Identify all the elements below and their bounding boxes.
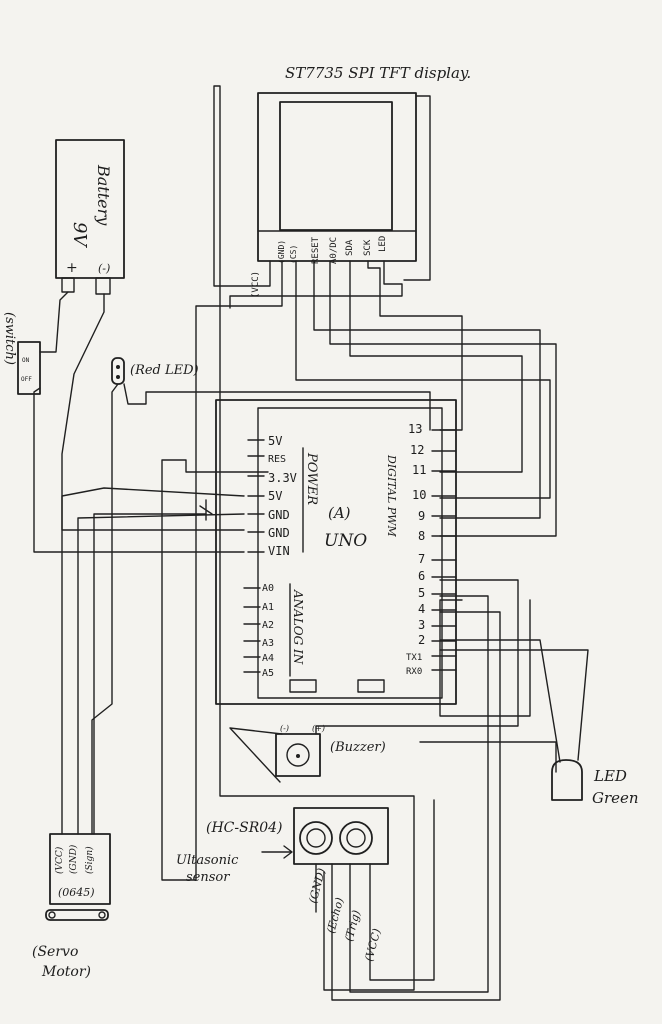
tft-display: ST7735 SPI TFT display. (GND) (CS) RESET… [251,64,471,298]
sensor-label-1: Ultasonic [176,853,239,868]
digital-pin-3: 3 [418,618,425,632]
buzzer-minus: (-) [280,724,289,733]
battery-body [55,139,125,279]
digital-pin-2: 2 [418,633,425,647]
display-pin-sck: SCK [363,239,373,256]
display-pin-sda: SDA [345,239,355,256]
power-pin-gnd-1: GND [268,508,290,522]
buzzer-label: (Buzzer) [330,740,386,755]
digital-pin-tx1: TX1 [406,653,422,663]
servo-pin-gnd: (GND) [68,844,79,874]
power-pin-gnd-2: GND [268,526,290,540]
display-pin-dc: A0/DC [329,237,339,264]
battery-9v-label: 9V [69,222,90,248]
display-title: ST7735 SPI TFT display. [285,64,471,82]
power-label: POWER [304,452,319,505]
digital-pin-13: 13 [408,422,422,436]
green-led-body [551,759,583,801]
battery-label: Battery [94,164,113,226]
arduino-uno: 5V RES 3.3V 5V GND GND VIN POWER (A) UNO… [215,399,457,705]
power-pin-vin: VIN [268,544,290,558]
battery-plus: + [66,260,78,276]
sensor-pin-gnd: (GND) [306,867,328,905]
servo-pin-sig: (Sign) [84,846,95,874]
display-vcc-label: (VCC) [251,271,261,298]
display-pin-led: LED [378,236,388,252]
servo-motor: (VCC) (GND) (Sign) (0645) (Servo Motor) [32,833,111,980]
analog-pin-a4: A4 [262,653,274,664]
board-label-uno: UNO [324,531,367,551]
display-screen [279,101,393,231]
display-outline [257,92,417,262]
digital-pin-rx0: RX0 [406,667,422,677]
power-pin-res: RES [268,454,286,465]
green-led: LED Green [551,759,639,807]
display-pin-gnd: (GND) [277,240,286,264]
buzzer-body [275,733,321,777]
green-led-label-2: Green [592,789,639,807]
red-led-body [111,357,125,385]
power-pin-5v: 5V [268,489,282,503]
buzzer-plus: (+) [312,724,325,733]
sensor-label-2: sensor [186,870,230,885]
battery-9v: 9V Battery + (-) [55,139,125,295]
power-pin-5v-top: 5V [268,434,282,448]
servo-label-1: (Servo [32,944,78,960]
sensor-pin-echo: (Echo) [324,896,346,935]
display-pin-cs: (CS) [289,245,298,264]
servo-body [49,833,111,905]
analog-pin-a0: A0 [262,583,274,594]
digital-pin-8: 8 [418,529,425,543]
digital-label: DIGITAL PWM [385,454,398,537]
servo-horn [45,909,109,921]
wiring [33,85,589,1001]
power-pin-3v3: 3.3V [268,471,297,485]
buzzer: (-) (+) (Buzzer) [275,724,386,777]
switch-body [17,341,41,395]
display-pin-reset: RESET [311,236,321,264]
analog-pin-a2: A2 [262,620,274,631]
sensor-body [293,807,389,865]
analog-pin-a1: A1 [262,602,274,613]
board-label-a: (A) [328,504,351,522]
analog-pin-a5: A5 [262,668,274,679]
red-led-label: (Red LED) [130,363,199,378]
digital-pin-4: 4 [418,602,425,616]
switch-on-label: ON [22,357,30,364]
sensor-pin-trig: (Trig) [342,909,363,943]
servo-label-2: Motor) [41,964,91,980]
switch-off-label: OFF [21,376,32,383]
green-led-label-1: LED [593,767,627,785]
digital-pin-5: 5 [418,586,425,600]
red-led: (Red LED) [111,357,199,385]
servo-model: (0645) [58,886,95,899]
digital-pin-9: 9 [418,509,425,523]
digital-pin-7: 7 [418,552,425,566]
digital-pin-12: 12 [410,443,424,457]
sensor-pin-vcc: (VCC) [362,927,383,963]
switch-label: (switch) [2,312,17,365]
analog-pin-a3: A3 [262,638,274,649]
digital-pin-11: 11 [412,463,426,477]
digital-pin-6: 6 [418,569,425,583]
analog-label: ANALOG IN [291,589,305,665]
battery-minus: (-) [98,262,110,275]
sensor-model: (HC-SR04) [206,820,283,836]
digital-pin-10: 10 [412,488,426,502]
ultrasonic-sensor: (HC-SR04) Ultasonic sensor (GND) (Echo) … [176,807,389,963]
servo-pin-vcc: (VCC) [54,846,65,874]
power-switch: (switch) ON OFF [2,312,41,395]
arduino-inner [257,407,443,699]
